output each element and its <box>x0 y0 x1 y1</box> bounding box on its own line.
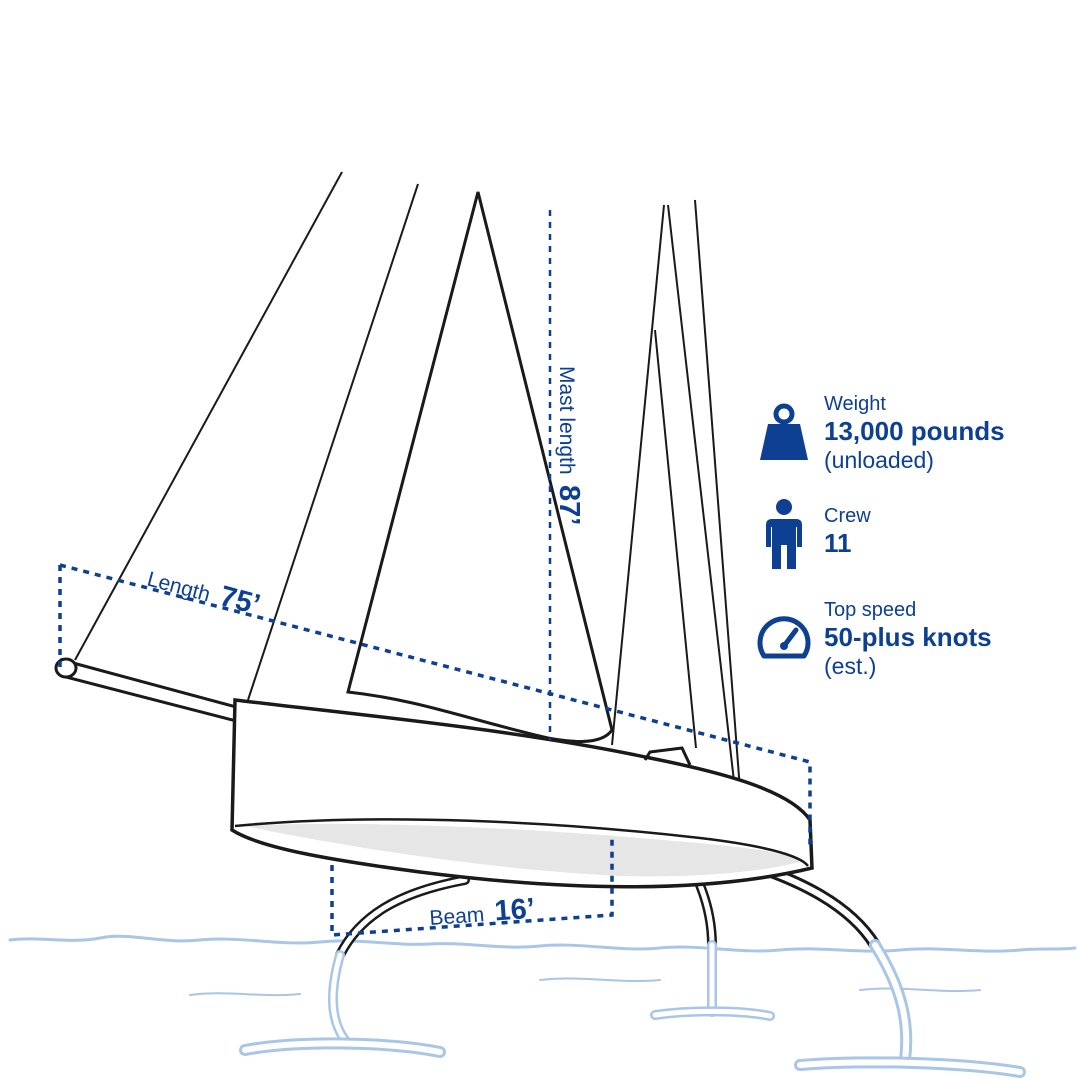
hull-shadow <box>245 823 800 877</box>
dimension-guides <box>58 210 812 937</box>
length-label: Length 75’ <box>144 561 263 622</box>
specs-panel: Weight 13,000 pounds (unloaded) Crew 11 … <box>756 392 1076 702</box>
water-waves <box>8 934 1077 997</box>
stat-name: Top speed <box>824 599 917 621</box>
stat-name: Crew <box>824 505 871 527</box>
cockpit-step <box>643 746 692 766</box>
stat-top-speed: Top speed 50-plus knots (est.) <box>756 592 1076 702</box>
stat-value: 13,000 pounds <box>824 416 1005 446</box>
hull-keel-line <box>234 818 810 867</box>
bowsprit <box>54 657 242 724</box>
stat-crew: Crew 11 <box>756 499 1076 592</box>
stat-value: 11 <box>824 528 852 558</box>
stat-note: (unloaded) <box>824 447 934 473</box>
stat-value: 50-plus knots <box>824 622 992 652</box>
hydrofoils <box>239 856 1026 1078</box>
jib-sail <box>346 191 614 743</box>
stat-note: (est.) <box>824 653 877 679</box>
weight-icon <box>760 403 808 460</box>
mast-length-label: Mast length 87’ <box>553 366 585 525</box>
person-icon <box>766 499 802 569</box>
speedometer-icon <box>757 616 811 659</box>
length-guide <box>59 563 812 848</box>
beam-label: Beam 16’ <box>428 893 536 932</box>
stat-weight: Weight 13,000 pounds (unloaded) <box>756 392 1076 502</box>
stat-name: Weight <box>824 393 886 415</box>
